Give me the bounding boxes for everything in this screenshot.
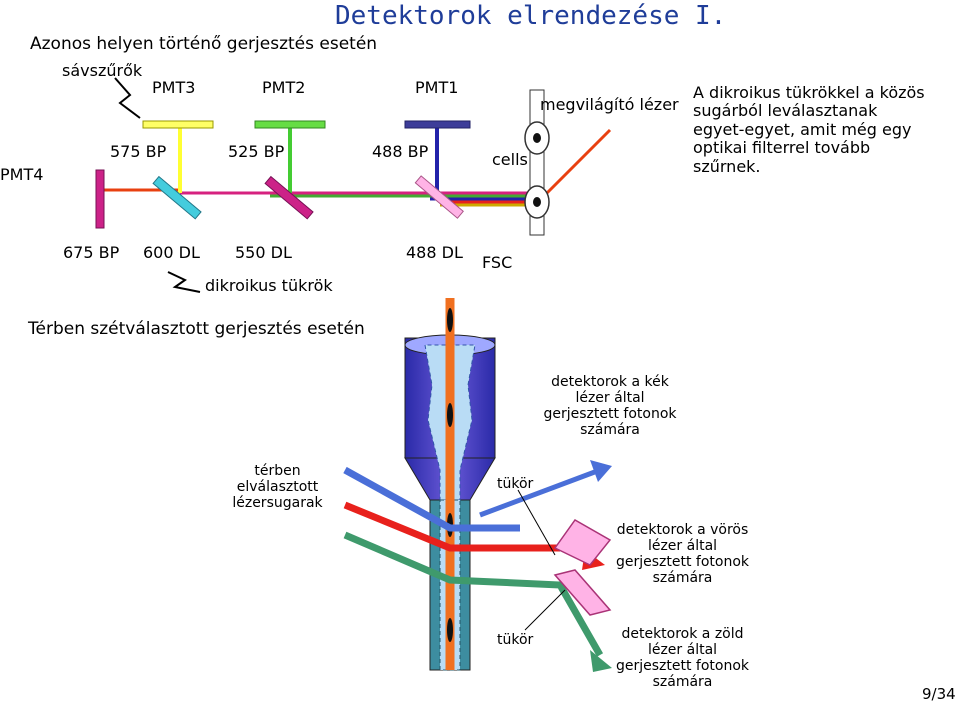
bp488-label: 488 BP: [372, 142, 429, 161]
pointer-mirror1: [517, 489, 556, 556]
pointer-filters: [114, 77, 141, 119]
explanation-text: A dikroikus tükrökkel a közös sugárból l…: [693, 83, 925, 176]
mirror2-label: tükör: [497, 632, 534, 648]
mirror-red: [553, 519, 612, 566]
bottom-heading: Térben szétválasztott gerjesztés esetén: [28, 319, 365, 339]
det-green-label: detektorok a zöld lézer által gerjesztet…: [615, 626, 750, 691]
filter-525bp: [254, 120, 326, 129]
mirror1-label: tükör: [497, 476, 534, 492]
det-blue-label: detektorok a kék lézer által gerjesztett…: [543, 374, 677, 439]
filters-label: sávszűrők: [62, 61, 143, 80]
beams-label: térben elválasztott lézersugarak: [232, 463, 323, 512]
mirror-green: [553, 569, 612, 616]
blue-laser-beam: [343, 460, 612, 532]
slide-title: Detektorok elrendezése I.: [335, 1, 727, 31]
bp675-label: 675 BP: [63, 243, 120, 262]
dl488-label: 488 DL: [406, 243, 463, 262]
mirrors-label: dikroikus tükrök: [205, 276, 333, 295]
laser-label: megvilágító lézer: [540, 95, 679, 114]
filter-488bp: [404, 120, 471, 129]
flow-cell-top: [524, 89, 550, 236]
pmt2-label: PMT2: [262, 78, 306, 97]
filter-675bp: [95, 169, 105, 229]
pointer-mirror2: [524, 589, 566, 631]
top-heading: Azonos helyen történő gerjesztés esetén: [30, 34, 378, 54]
pmt1-label: PMT1: [415, 78, 459, 97]
dichroic-600dl: [152, 175, 202, 220]
bp575-label: 575 BP: [110, 142, 167, 161]
dichroic-550dl: [264, 175, 314, 220]
fsc-label: FSC: [482, 253, 513, 272]
pmt3-label: PMT3: [152, 78, 196, 97]
dl600-label: 600 DL: [143, 243, 200, 262]
green-laser-beam: [343, 531, 612, 672]
cells-label: cells: [492, 150, 528, 169]
det-red-label: detektorok a vörös lézer által gerjeszte…: [615, 522, 750, 587]
bp525-label: 525 BP: [228, 142, 285, 161]
excitation-laser-beam: [535, 110, 612, 230]
pointer-mirrors: [167, 271, 201, 293]
dichroic-488dl: [414, 175, 464, 219]
pmt4-label: PMT4: [0, 165, 44, 184]
page-number: 9/34: [922, 685, 956, 703]
dl550-label: 550 DL: [235, 243, 292, 262]
filter-575bp: [142, 120, 214, 129]
